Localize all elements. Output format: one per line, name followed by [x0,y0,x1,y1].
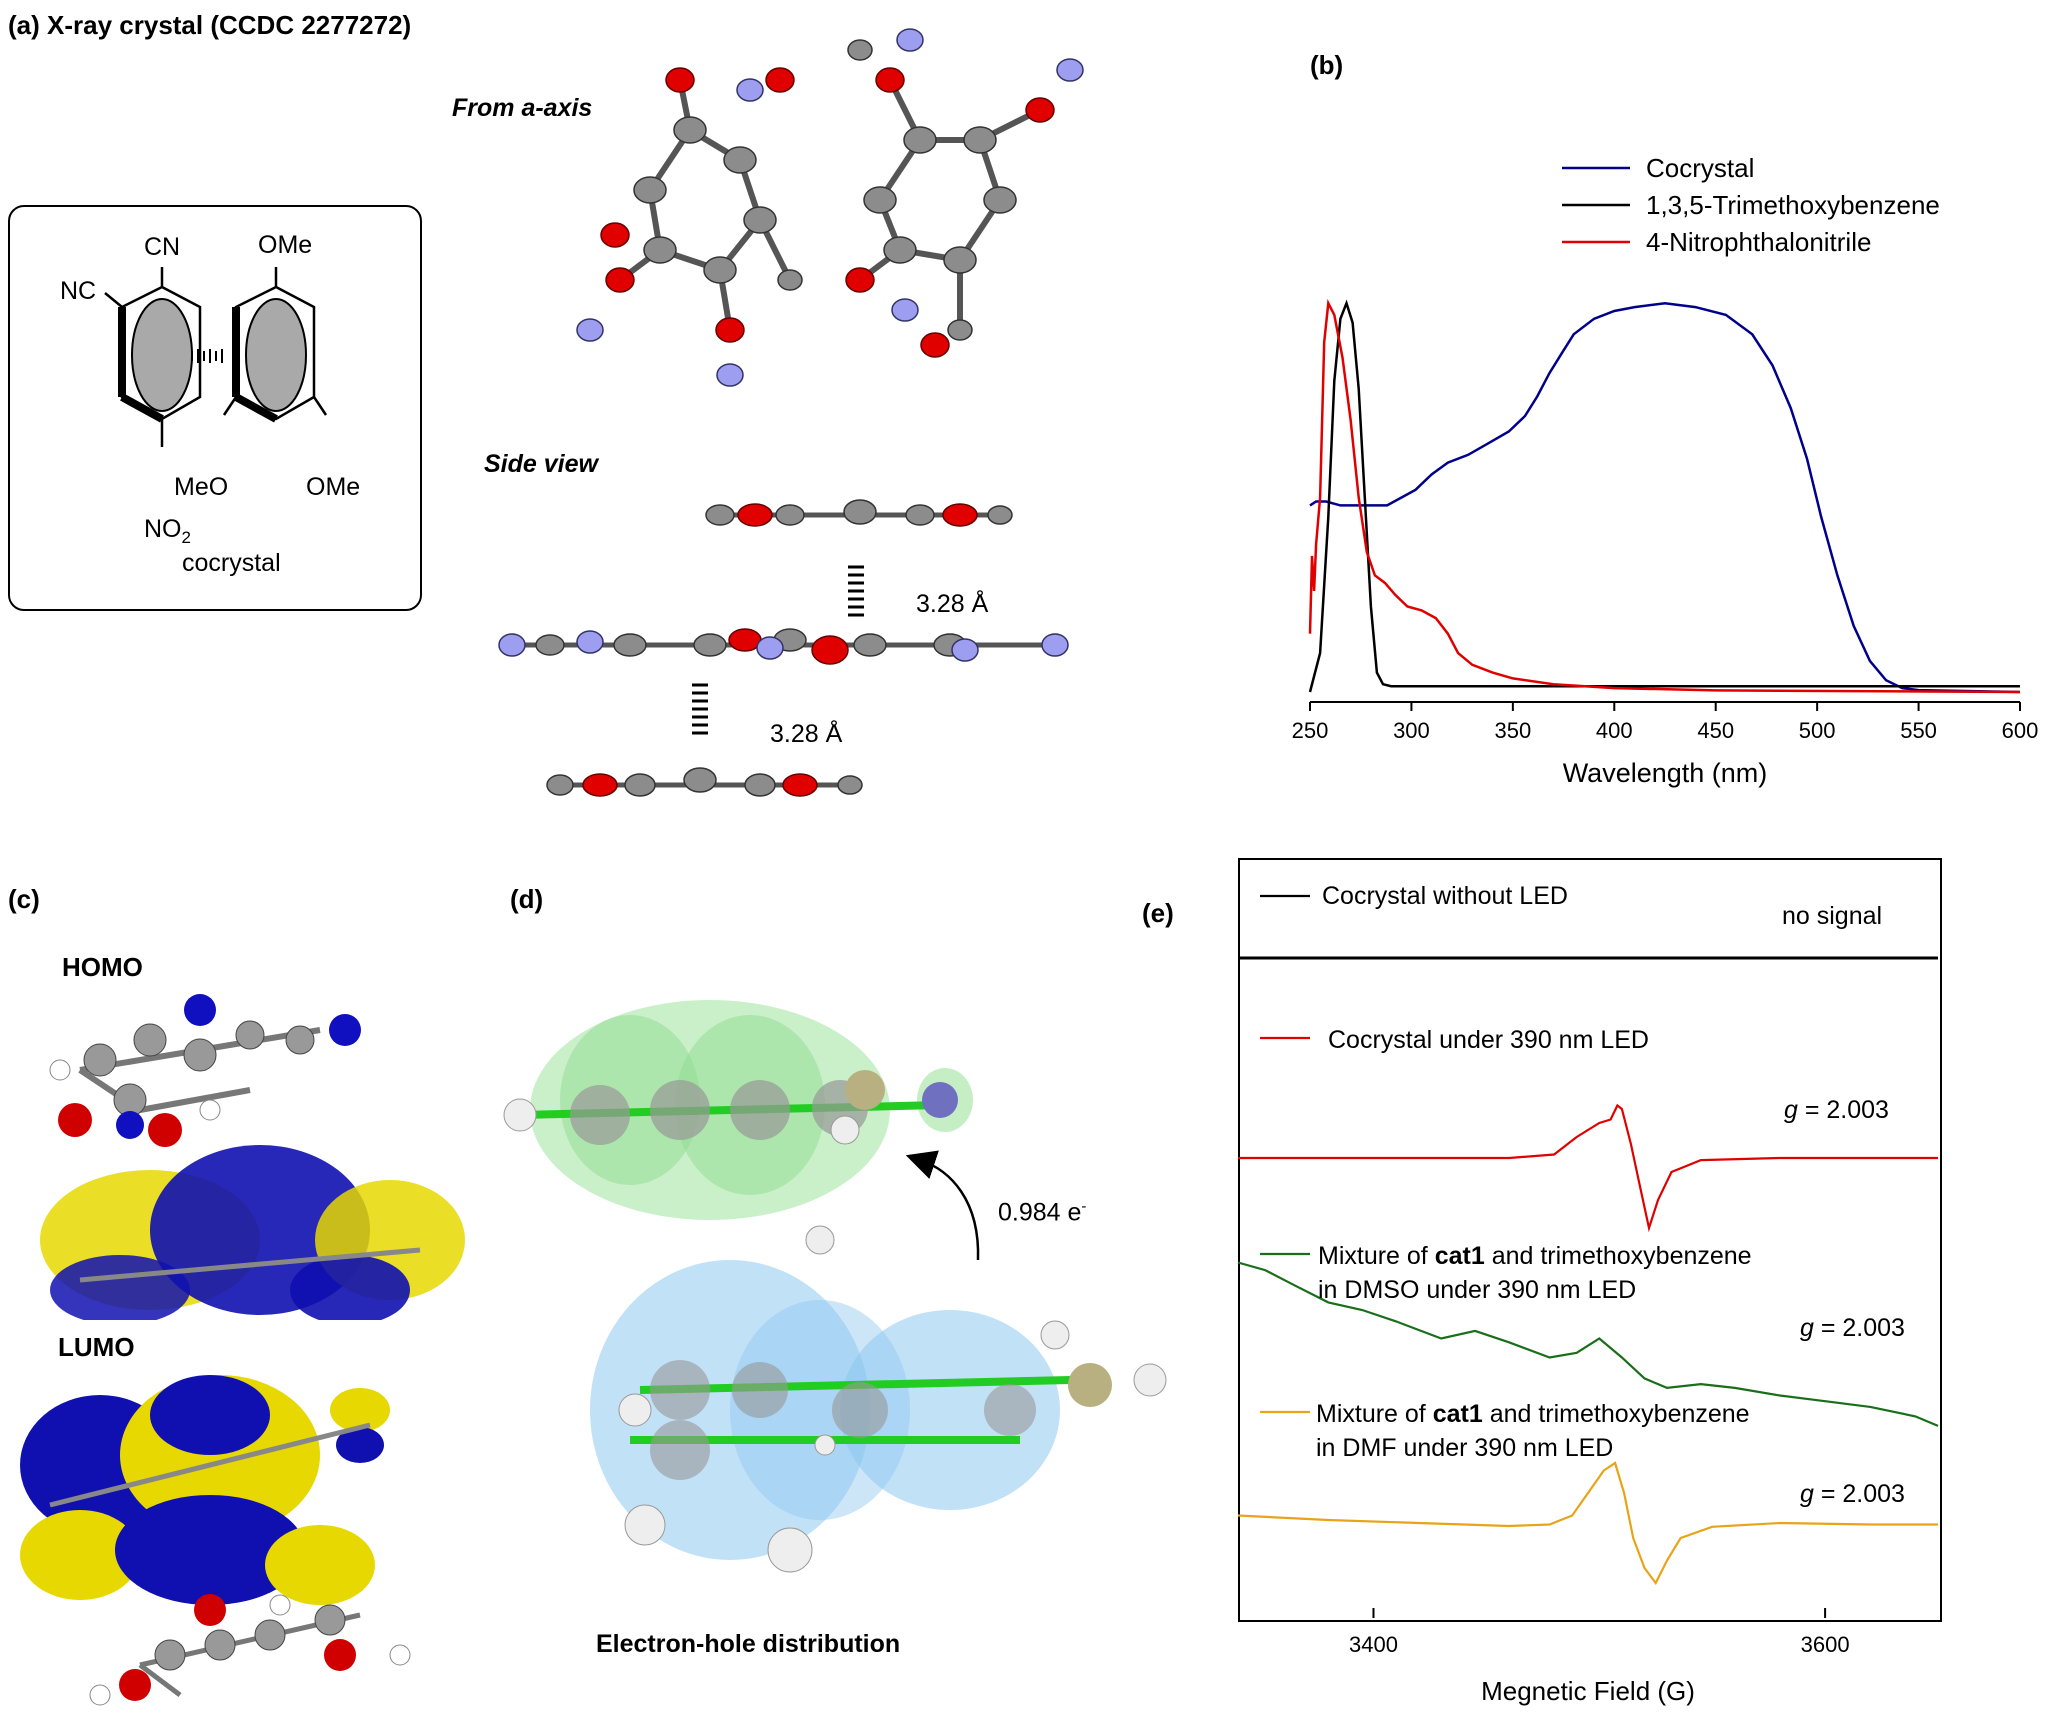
lumo-orbital-image [20,1375,411,1706]
uv-x-tick-label: 250 [1292,718,1329,743]
homo-orbital-image [40,994,465,1320]
epr-trace3-label: Mixture of cat1 and trimethoxybenzene [1318,1242,1752,1270]
panel-e-label: (e) [1142,898,1174,928]
epr-x-axis-label: Megnetic Field (G) [1481,1676,1695,1706]
epr-trace2-label: Cocrystal under 390 nm LED [1328,1026,1649,1054]
uv-x-tick-label: 550 [1900,718,1937,743]
uv-x-tick-label: 400 [1596,718,1633,743]
homo-label: HOMO [62,952,143,982]
epr-trace4-g: g = 2.003 [1800,1480,1905,1508]
scheme-label-cn: CN [144,233,181,261]
epr-trace4-label-line2: in DMF under 390 nm LED [1316,1434,1614,1462]
epr-series-line [1237,1461,1938,1586]
crystal-side-view-image [498,499,1069,797]
uv-series-line [1308,298,2021,694]
charge-transfer-amount: 0.984 e- [998,1198,1087,1227]
epr-x-tick-label: 3600 [1801,1632,1850,1657]
uv-x-axis-label: Wavelength (nm) [1563,758,1768,788]
electron-hole-image [503,1000,1167,1573]
electron-hole-caption: Electron-hole distribution [596,1630,901,1658]
uv-series-line [1309,301,2021,694]
uv-legend-label: Cocrystal [1646,153,1754,183]
scheme-caption: cocrystal [182,549,281,577]
stacking-distance-bottom: 3.28 Å [770,720,843,748]
scheme-label-ome-right: OMe [306,473,361,501]
epr-x-tick-label: 3400 [1349,1632,1398,1657]
uv-x-tick-label: 500 [1799,718,1836,743]
lumo-label: LUMO [58,1332,135,1362]
epr-series-line [1237,1261,1939,1427]
cocrystal-scheme-box: CN NC OMe MeO OMe NO2 cocrystal [8,205,422,611]
scheme-label-meo: MeO [174,473,229,501]
panel-a-title: (a) X-ray crystal (CCDC 2277272) [8,10,412,40]
scheme-label-no2: NO2 [144,515,191,547]
stacking-distance-top: 3.28 Å [916,590,989,618]
epr-trace3-g: g = 2.003 [1800,1314,1905,1342]
epr-frame [1238,858,1942,1622]
uv-legend-label: 4-Nitrophthalonitrile [1646,227,1871,257]
crystal-a-axis-image [576,28,1084,387]
scheme-label-ome-top: OMe [258,231,313,259]
panel-c-label: (c) [8,884,40,914]
panel-d-label: (d) [510,884,544,914]
uv-x-tick-label: 600 [2002,718,2039,743]
uv-x-tick-label: 350 [1494,718,1531,743]
panel-b-label: (b) [1310,50,1344,80]
epr-trace3-label-line2: in DMSO under 390 nm LED [1318,1276,1637,1304]
epr-trace4-label: Mixture of cat1 and trimethoxybenzene [1316,1400,1750,1428]
epr-series-line [1238,1103,1938,1233]
uv-x-tick-label: 450 [1697,718,1734,743]
view-side-label: Side view [484,450,598,478]
view-a-axis-label: From a-axis [452,94,593,122]
uv-legend-label: 1,3,5-Trimethoxybenzene [1646,190,1940,220]
cocrystal-structure-drawing [104,267,328,447]
epr-trace1-label: Cocrystal without LED [1322,882,1568,910]
uv-x-tick-label: 300 [1393,718,1430,743]
epr-trace2-g: g = 2.003 [1784,1096,1889,1124]
uv-series-line [1308,299,2020,693]
epr-trace1-note: no signal [1782,902,1883,930]
scheme-label-nc: NC [60,277,97,305]
